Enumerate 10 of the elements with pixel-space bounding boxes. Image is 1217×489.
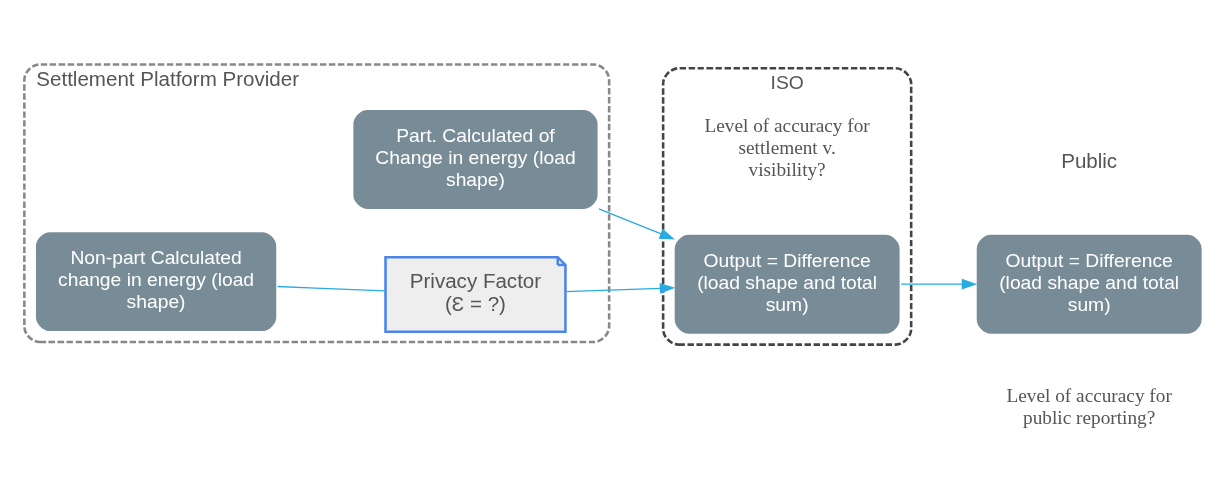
- connector: [276, 285, 386, 291]
- arrow: [900, 278, 978, 290]
- node-label: Level of accuracy for public reporting?: [1006, 384, 1172, 428]
- node-box: Non-part Calculated change in energy (load shape): [33, 229, 279, 334]
- node-box: Output = Difference (load shape and total sum): [974, 231, 1205, 336]
- node-box: Output = Difference (load shape and total sum): [672, 231, 903, 336]
- label: Public: [1061, 148, 1118, 172]
- arrow: [565, 282, 676, 294]
- arrow: [598, 207, 675, 239]
- node-label: Level of accuracy for settlement v. visibility?: [704, 114, 870, 180]
